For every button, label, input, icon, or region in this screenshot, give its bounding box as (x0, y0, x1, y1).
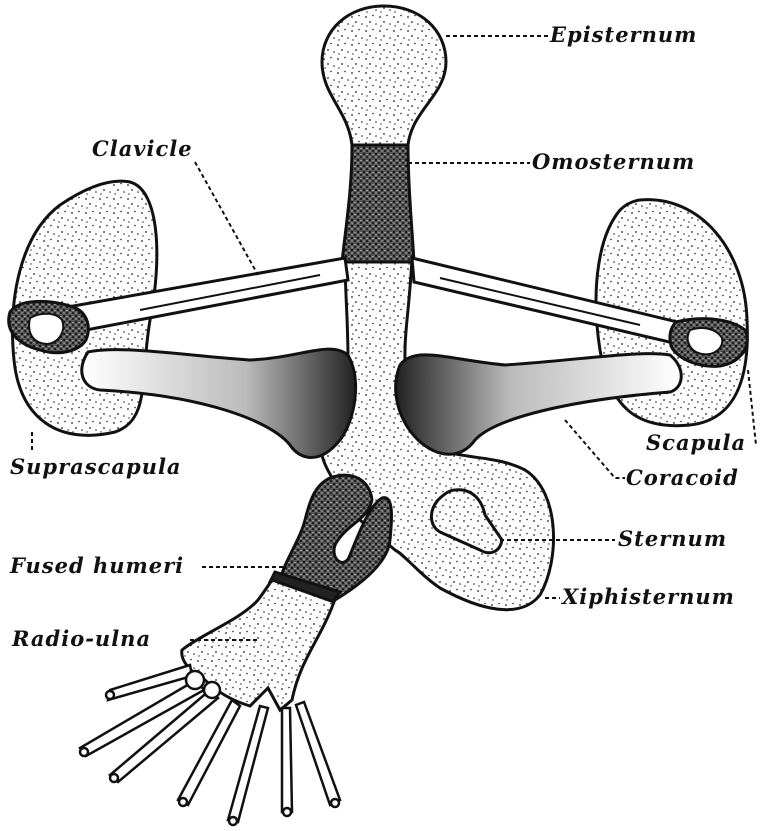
label-radio-ulna: Radio-ulna (11, 626, 151, 651)
label-suprascapula: Suprascapula (10, 454, 182, 479)
label-fused-humeri: Fused humeri (9, 553, 184, 578)
label-coracoid: Coracoid (626, 465, 739, 490)
label-episternum: Episternum (549, 22, 697, 47)
leader-coracoid (565, 420, 625, 478)
leader-scapula (748, 370, 756, 445)
hand-digits (80, 665, 340, 825)
leader-clavicle (195, 162, 258, 275)
episternum-bone (322, 6, 446, 145)
label-sternum: Sternum (618, 526, 727, 551)
scapula-right-head (688, 328, 723, 354)
label-omosternum: Omosternum (532, 149, 695, 174)
label-xiphisternum: Xiphisternum (560, 584, 735, 609)
scapula-left-head (29, 314, 63, 344)
label-scapula: Scapula (646, 430, 746, 455)
omosternum-bone (342, 145, 414, 262)
label-clavicle: Clavicle (92, 136, 193, 161)
